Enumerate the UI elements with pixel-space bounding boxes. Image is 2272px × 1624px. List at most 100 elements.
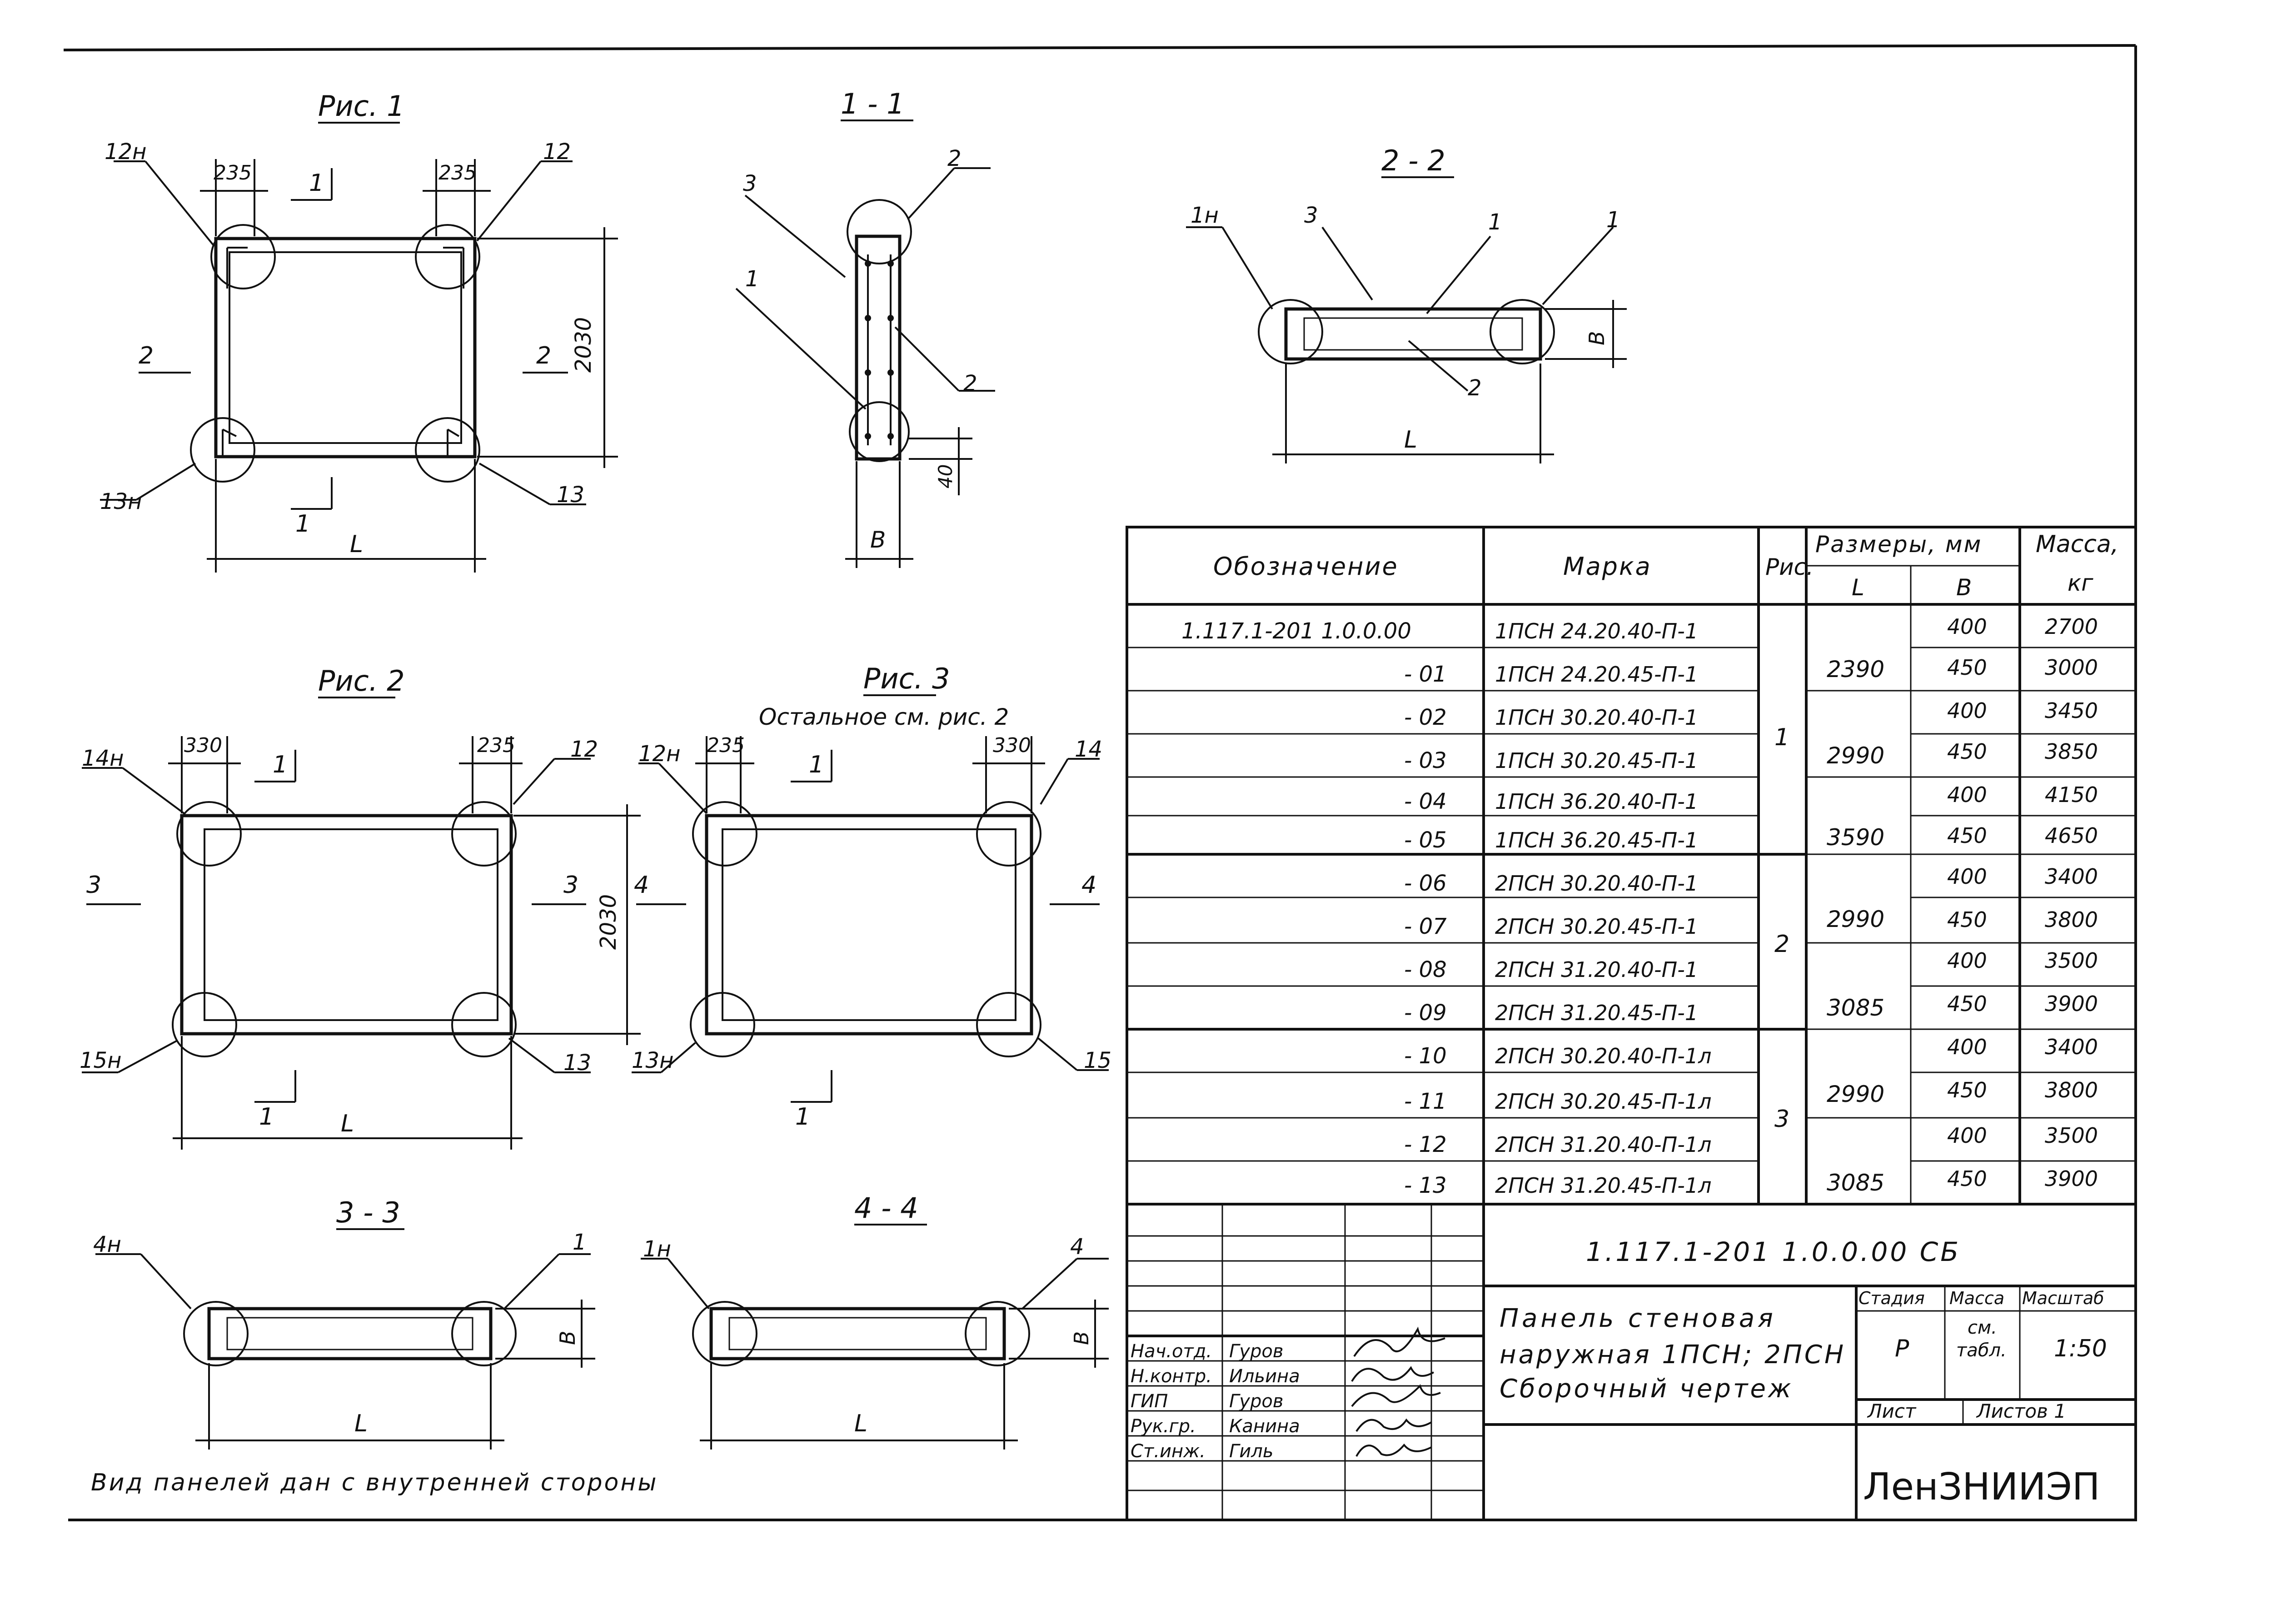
len-group-3: 3590 <box>1827 824 1884 851</box>
fig3-dim-left: 235 <box>707 734 745 757</box>
figure-2: Рис. 2 14н 12 15н 13 330 <box>80 664 641 1150</box>
s33-tag-r: 1 <box>573 1230 587 1255</box>
s11-tag-1: 1 <box>745 266 759 292</box>
spec-row-mark: 2ПСН 31.20.45-П-1л <box>1495 1173 1712 1198</box>
figure-3: Рис. 3 Остальное см. рис. 2 12н 14 13н 1… <box>632 662 1111 1131</box>
fig3-sec-top: 1 <box>809 751 824 778</box>
fig2-sec-bottom: 1 <box>259 1103 274 1131</box>
staff-name: Гиль <box>1229 1441 1273 1462</box>
s22-dim-b: В <box>1584 331 1609 345</box>
staff-role: Рук.гр. <box>1131 1416 1196 1437</box>
figure-2-title: Рис. 2 <box>318 664 405 697</box>
spec-row-mark: 2ПСН 31.20.40-П-1 <box>1495 957 1698 982</box>
fig1-sec-left: 2 <box>139 342 154 369</box>
staff-role: ГИП <box>1131 1391 1168 1412</box>
spec-row-designation: - 10 <box>1404 1043 1447 1069</box>
fig3-tag-br: 15 <box>1084 1048 1111 1073</box>
section-4-4-title: 4 - 4 <box>854 1191 918 1225</box>
len-group-7: 3085 <box>1827 1170 1884 1196</box>
s22-tag-1n: 1н <box>1191 203 1219 228</box>
staff-name: Ильина <box>1229 1366 1300 1387</box>
s22-dim-length: L <box>1404 426 1417 453</box>
signatures <box>1351 1326 1445 1457</box>
spec-row-mark: 1ПСН 30.20.45-П-1 <box>1495 748 1698 773</box>
len-group-5: 3085 <box>1827 995 1884 1021</box>
spec-row-mass: 3400 <box>2045 864 2098 889</box>
section-3-3: 3 - 3 4н 1 В L <box>93 1196 595 1450</box>
fig1-tag-br: 13 <box>557 482 584 508</box>
s33-dim-length: L <box>354 1410 368 1437</box>
spec-row-mark: 2ПСН 30.20.45-П-1 <box>1495 914 1698 939</box>
spec-row-b: 400 <box>1947 948 1987 973</box>
s33-dim-b: В <box>555 1330 580 1345</box>
len-group-4: 2990 <box>1827 906 1884 932</box>
spec-row-designation: - 12 <box>1404 1132 1447 1157</box>
fig2-dim-right: 235 <box>477 734 515 757</box>
spec-row-designation: 1.117.1-201 1.0.0.00 <box>1181 618 1411 644</box>
spec-row-b: 400 <box>1947 782 1987 807</box>
spec-row-b: 400 <box>1947 864 1987 889</box>
s11-dim-40: 40 <box>934 464 957 488</box>
sheets-label: Листов 1 <box>1976 1400 2066 1422</box>
fig3-tag-tr: 14 <box>1075 737 1102 762</box>
section-1-1-title: 1 - 1 <box>841 87 905 120</box>
spec-row-mass: 3900 <box>2045 991 2098 1016</box>
fig1-dim-left: 235 <box>214 161 252 184</box>
spec-row-b: 450 <box>1947 823 1987 848</box>
section-2-2: 2 - 2 1н 3 1 1 2 В L <box>1186 144 1627 463</box>
organization: ЛенЗНИИЭП <box>1863 1465 2100 1509</box>
spec-row-designation: - 11 <box>1404 1089 1447 1114</box>
scale-value: 1:50 <box>2054 1335 2107 1362</box>
specification-table: Обозначение Марка Рис. Размеры, мм L В М… <box>1126 526 2137 1206</box>
s44-tag-l: 1н <box>643 1236 671 1262</box>
fig1-dim-height: 2030 <box>571 317 596 373</box>
figure-3-title: Рис. 3 <box>863 662 950 695</box>
fig3-sec-bottom: 1 <box>795 1103 810 1131</box>
s22-tag-2: 2 <box>1468 375 1482 401</box>
figure-3-subtitle: Остальное см. рис. 2 <box>759 704 1009 730</box>
s44-dim-length: L <box>854 1410 867 1437</box>
hdr-size-b: В <box>1956 574 1972 601</box>
fig3-tag-tl: 12н <box>638 741 680 767</box>
fig3-sec-left: 4 <box>634 872 649 899</box>
fig1-sec-top: 1 <box>309 169 324 197</box>
spec-row-mark: 1ПСН 24.20.40-П-1 <box>1495 619 1698 643</box>
spec-row-b: 400 <box>1947 614 1987 639</box>
view-note: Вид панелей дан с внутренней стороны <box>91 1469 658 1496</box>
spec-row-mass: 3500 <box>2045 948 2098 973</box>
fig2-dim-left: 330 <box>184 734 222 757</box>
sheet-frame <box>63 44 2137 1521</box>
spec-row-mark: 1ПСН 24.20.45-П-1 <box>1495 662 1698 687</box>
stage-label: Стадия <box>1858 1288 1925 1308</box>
spec-row-designation: - 13 <box>1404 1173 1447 1198</box>
spec-row-designation: - 08 <box>1404 957 1447 982</box>
spec-row-b: 450 <box>1947 1078 1987 1102</box>
spec-row-b: 450 <box>1947 907 1987 932</box>
spec-row-mass: 3900 <box>2045 1166 2098 1191</box>
hdr-mark: Марка <box>1563 552 1652 581</box>
spec-row-mark: 1ПСН 36.20.40-П-1 <box>1495 789 1698 814</box>
s22-tag-1b: 1 <box>1606 207 1620 233</box>
hdr-mass: Масса, <box>2036 531 2118 558</box>
s11-tag-2-mid: 2 <box>963 371 977 396</box>
spec-row-mass: 4650 <box>2045 823 2098 848</box>
fig-group-1: 1 <box>1774 724 1789 751</box>
staff-name: Гуров <box>1229 1391 1283 1412</box>
len-group-2: 2990 <box>1827 742 1884 769</box>
fig-group-2: 2 <box>1774 931 1789 958</box>
fig2-tag-bl: 15н <box>80 1048 121 1073</box>
fig1-sec-right: 2 <box>536 342 551 369</box>
staff-name: Гуров <box>1229 1341 1283 1362</box>
s11-dim-width: В <box>870 527 886 553</box>
spec-row-b: 450 <box>1947 1166 1987 1191</box>
spec-row-mass: 3000 <box>2045 655 2098 680</box>
spec-row-designation: - 01 <box>1404 662 1447 687</box>
product-name-3: Сборочный чертеж <box>1500 1374 1793 1404</box>
spec-row-mark: 2ПСН 31.20.40-П-1л <box>1495 1132 1712 1157</box>
spec-row-designation: - 02 <box>1404 705 1447 730</box>
len-group-6: 2990 <box>1827 1081 1884 1107</box>
s11-tag-3: 3 <box>743 171 757 196</box>
spec-row-mark: 2ПСН 30.20.45-П-1л <box>1495 1089 1712 1114</box>
